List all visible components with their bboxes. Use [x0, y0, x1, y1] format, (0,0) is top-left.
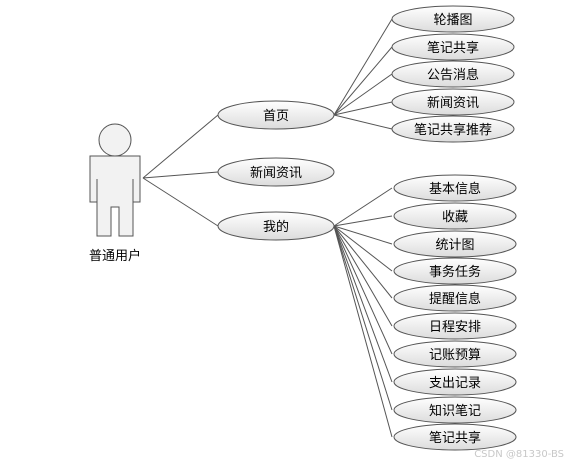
use-case-home-child-4: 新闻资讯	[391, 88, 515, 116]
use-case-mine-child-7: 记账预算	[393, 340, 517, 368]
connector-home-child-1	[333, 18, 393, 116]
use-case-mine-child-2: 收藏	[393, 202, 517, 230]
use-case-mine-child-1-label: 基本信息	[429, 181, 481, 197]
connector-lines	[142, 18, 393, 438]
use-case-mine-child-10: 笔记共享	[393, 423, 517, 451]
use-case-mine-child-1: 基本信息	[393, 174, 517, 202]
use-case-mine-child-3-label: 统计图	[435, 238, 474, 253]
use-case-home-child-3-label: 公告消息	[427, 67, 479, 83]
use-case-mine-child-9-label: 知识笔记	[429, 403, 481, 419]
actor-figure	[89, 123, 141, 237]
use-case-news-label: 新闻资讯	[250, 165, 302, 181]
connector-actor-home	[142, 114, 219, 179]
connector-mine-child-8	[333, 225, 393, 383]
use-case-mine-label: 我的	[263, 219, 289, 235]
connector-home-child-2	[333, 46, 393, 116]
connector-actor-mine	[142, 177, 219, 227]
connector-mine-child-7	[333, 225, 393, 355]
connector-mine-child-5	[333, 225, 393, 299]
use-case-mine-child-8-label: 支出记录	[429, 376, 481, 391]
connector-mine-child-2	[333, 215, 393, 227]
use-case-home-child-2: 笔记共享	[391, 33, 515, 61]
use-case-home: 首页	[217, 100, 335, 130]
use-case-mine-child-3: 统计图	[393, 230, 517, 258]
connector-mine-child-10	[333, 225, 393, 438]
use-case-mine-child-6: 日程安排	[393, 312, 517, 340]
connector-mine-child-6	[333, 225, 393, 327]
use-case-mine-child-5: 提醒信息	[393, 284, 517, 312]
use-case-home-child-5: 笔记共享推荐	[391, 115, 515, 143]
use-case-mine-child-4: 事务任务	[393, 257, 517, 285]
watermark-text: CSDN @81330-BS	[474, 449, 564, 460]
use-case-home-child-1: 轮播图	[391, 5, 515, 33]
connector-actor-news	[142, 171, 219, 179]
actor-label: 普通用户	[89, 248, 141, 264]
use-case-mine-child-7-label: 记账预算	[429, 348, 481, 363]
actor-head	[98, 123, 132, 157]
use-case-mine-child-9: 知识笔记	[393, 396, 517, 424]
use-case-home-child-2-label: 笔记共享	[427, 40, 479, 56]
use-case-mine-child-10-label: 笔记共享	[429, 430, 481, 446]
connector-mine-child-3	[333, 225, 393, 245]
use-case-mine-child-4-label: 事务任务	[429, 264, 481, 280]
use-case-news: 新闻资讯	[217, 157, 335, 187]
use-case-home-child-3: 公告消息	[391, 60, 515, 88]
use-case-mine-child-5-label: 提醒信息	[429, 291, 481, 307]
connector-mine-child-9	[333, 225, 393, 411]
use-case-home-label: 首页	[263, 109, 289, 124]
use-case-mine: 我的	[217, 211, 335, 241]
connector-home-child-4	[333, 101, 393, 116]
use-case-home-child-1-label: 轮播图	[433, 13, 472, 28]
connector-home-child-5	[333, 114, 393, 130]
use-case-home-child-4-label: 新闻资讯	[427, 95, 479, 111]
connector-home-child-3	[333, 73, 393, 116]
use-case-home-child-5-label: 笔记共享推荐	[414, 122, 492, 138]
use-case-mine-child-2-label: 收藏	[442, 210, 468, 225]
use-case-mine-child-8: 支出记录	[393, 368, 517, 396]
connector-mine-child-1	[333, 187, 393, 227]
use-case-mine-child-6-label: 日程安排	[429, 320, 481, 335]
connector-mine-child-4	[333, 225, 393, 272]
